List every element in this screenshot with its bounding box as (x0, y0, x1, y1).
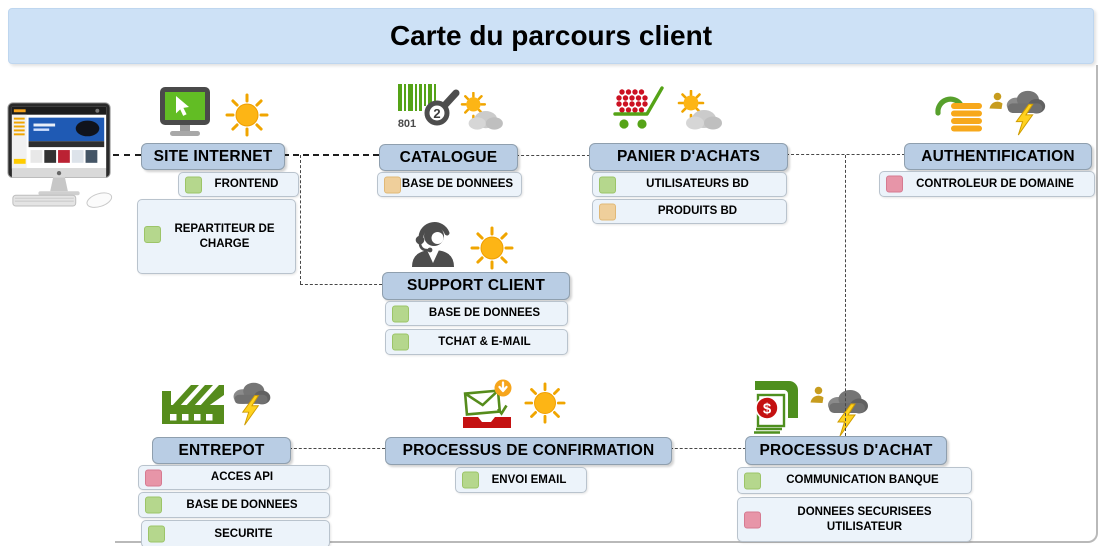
node-authentification[interactable]: AUTHENTIFICATION (904, 143, 1092, 170)
sun-cloud-icon (458, 92, 504, 132)
connector-confirmation-processus-achat (670, 448, 746, 449)
computer-monitor-icon (157, 85, 213, 141)
page-title: Carte du parcours client (8, 8, 1094, 64)
storm-cloud-icon (1002, 88, 1048, 136)
connector-site-internet-support-horizontal (300, 284, 382, 285)
shopping-cart-icon (612, 85, 664, 131)
item-label: UTILISATEURS BD (646, 178, 749, 191)
status-swatch (384, 176, 401, 193)
item-label: ACCES API (210, 471, 274, 484)
item-label: DONNEES SECURISEES UTILISATEUR (797, 506, 932, 533)
sun-icon (470, 226, 514, 270)
item-label: BASE DE DONNEES (186, 498, 298, 511)
node-processus-de-confirmation[interactable]: PROCESSUS DE CONFIRMATION (385, 437, 672, 465)
svg-text:$: $ (763, 401, 772, 418)
node-support-client[interactable]: SUPPORT CLIENT (382, 272, 570, 300)
status-swatch (744, 472, 761, 489)
status-swatch (599, 203, 616, 220)
connector-computer-site-internet (113, 154, 141, 156)
item-frontend[interactable]: FRONTEND (178, 172, 299, 197)
item-base-de-donnees[interactable]: BASE DE DONNEES (377, 172, 522, 197)
storm-cloud-icon (822, 387, 872, 437)
item-label: BASE DE DONNEES (428, 307, 541, 320)
status-swatch (744, 511, 761, 528)
item-donnees-securisees-utilisateur[interactable]: DONNEES SECURISEES UTILISATEUR (737, 497, 972, 542)
status-swatch (886, 175, 903, 193)
sun-icon (225, 93, 269, 137)
connector-catalogue-panier (516, 155, 590, 156)
item-label: PRODUITS BD (657, 205, 738, 218)
sun-cloud-icon (674, 90, 724, 132)
node-panier-achats[interactable]: PANIER D'ACHATS (589, 143, 788, 171)
item-label: COMMUNICATION BANQUE (786, 474, 939, 487)
user-icon (988, 92, 1004, 110)
node-processus-achat[interactable]: PROCESSUS D'ACHAT (745, 436, 947, 465)
barcode-scan-icon: 801 2 (396, 82, 460, 130)
sun-icon (524, 382, 566, 424)
email-received-icon (458, 378, 516, 430)
factory-icon (157, 378, 229, 426)
user-icon (809, 386, 825, 404)
connector-entrepot-confirmation (289, 448, 385, 449)
node-entrepot[interactable]: ENTREPOT (152, 437, 291, 464)
item-base-de-donnees[interactable]: BASE DE DONNEES (138, 492, 330, 518)
item-label: TCHAT & E-MAIL (438, 335, 531, 348)
item-controleur-de-domaine[interactable]: CONTROLEUR DE DOMAINE (879, 171, 1095, 197)
connector-site-internet-support-vertical (300, 155, 301, 284)
item-envoi-email[interactable]: ENVOI EMAIL (455, 467, 587, 493)
open-lock-icon (934, 88, 988, 134)
item-tchat-email[interactable]: TCHAT & E-MAIL (385, 329, 568, 355)
item-label: FRONTEND (214, 178, 279, 191)
item-utilisateurs-bd[interactable]: UTILISATEURS BD (592, 172, 787, 197)
node-site-internet[interactable]: SITE INTERNET (141, 143, 285, 170)
status-swatch (462, 471, 479, 489)
svg-text:801: 801 (398, 118, 416, 130)
support-agent-icon (406, 221, 460, 267)
item-securite[interactable]: SECURITE (141, 520, 330, 546)
item-base-de-donnees[interactable]: BASE DE DONNEES (385, 301, 568, 326)
imac-computer-image (1, 98, 121, 208)
status-swatch (148, 525, 165, 543)
item-acces-api[interactable]: ACCES API (138, 465, 330, 490)
item-label: CONTROLEUR DE DOMAINE (916, 177, 1074, 190)
item-produits-bd[interactable]: PRODUITS BD (592, 199, 787, 224)
item-label: REPARTITEUR DE CHARGE (174, 223, 275, 250)
connector-site-internet-catalogue (283, 154, 379, 156)
node-catalogue[interactable]: CATALOGUE (379, 144, 518, 171)
status-swatch (145, 496, 162, 514)
atm-payment-icon: $ (746, 378, 802, 434)
storm-cloud-icon (229, 380, 273, 426)
connector-panier-authentification (786, 154, 905, 155)
status-swatch (144, 226, 161, 243)
svg-text:2: 2 (433, 106, 440, 121)
status-swatch (392, 305, 409, 322)
connector-panier-processus-achat-vertical (845, 155, 846, 436)
status-swatch (145, 469, 162, 486)
item-label: SECURITE (214, 527, 273, 540)
status-swatch (185, 176, 202, 193)
item-repartiteur-de-charge[interactable]: REPARTITEUR DE CHARGE (137, 199, 296, 274)
item-label: BASE DE DONNEES (401, 178, 514, 191)
item-communication-banque[interactable]: COMMUNICATION BANQUE (737, 467, 972, 494)
status-swatch (392, 333, 409, 351)
item-label: ENVOI EMAIL (491, 473, 567, 486)
status-swatch (599, 176, 616, 193)
